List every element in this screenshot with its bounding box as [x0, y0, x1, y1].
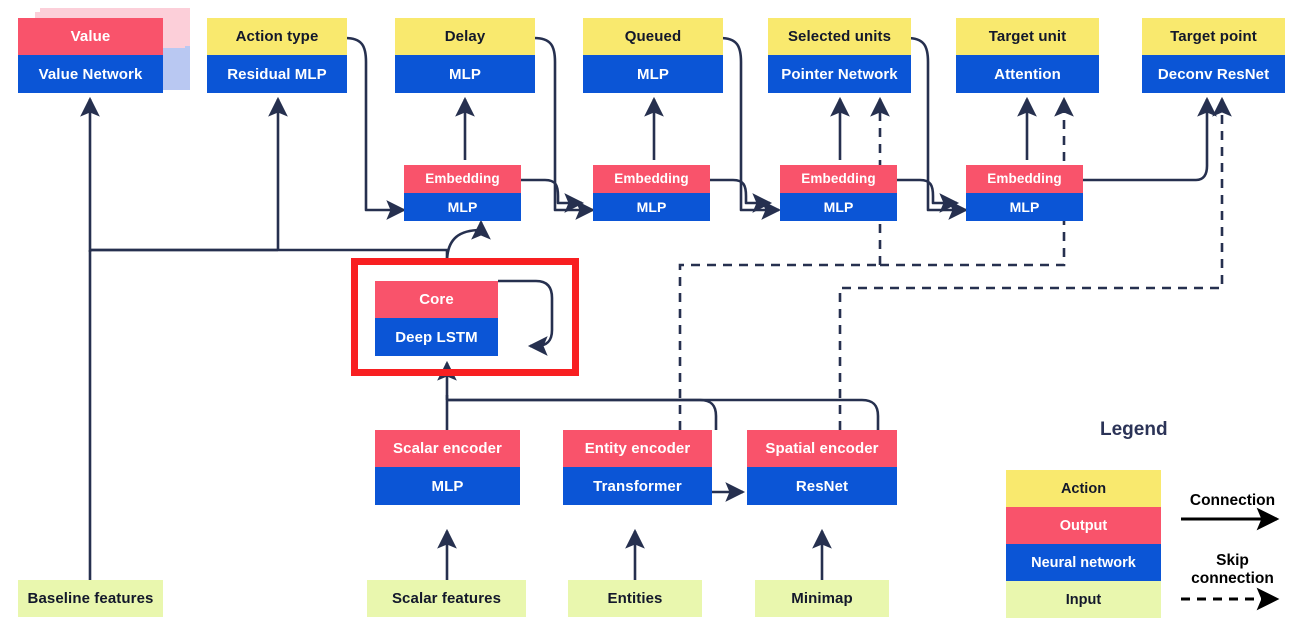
node-action-type[interactable]: Action type Residual MLP	[207, 18, 347, 93]
node-core-bottom: Deep LSTM	[375, 318, 498, 356]
legend-title: Legend	[1100, 419, 1168, 440]
node-action-type-bottom: Residual MLP	[207, 55, 347, 93]
node-queued-top: Queued	[583, 18, 723, 55]
node-scalar-encoder-bottom: MLP	[375, 467, 520, 505]
node-target-unit-top: Target unit	[956, 18, 1099, 55]
legend-connection-label: Connection	[1189, 492, 1276, 509]
node-embedding-2-top: Embedding	[593, 165, 710, 193]
node-target-point-bottom: Deconv ResNet	[1142, 55, 1285, 93]
legend-swatch-output: Output	[1006, 507, 1161, 544]
input-entities-label: Entities	[568, 580, 702, 617]
node-value-top: Value	[18, 18, 163, 55]
input-minimap[interactable]: Minimap	[755, 580, 889, 617]
node-spatial-encoder[interactable]: Spatial encoder ResNet	[747, 430, 897, 505]
legend-swatches: Action Output Neural network Input	[1006, 470, 1161, 618]
input-scalar-features-label: Scalar features	[367, 580, 526, 617]
node-queued[interactable]: Queued MLP	[583, 18, 723, 93]
node-embedding-2[interactable]: Embedding MLP	[593, 165, 710, 221]
node-selected-units-top: Selected units	[768, 18, 911, 55]
core-highlight-frame	[351, 258, 579, 376]
node-embedding-1[interactable]: Embedding MLP	[404, 165, 521, 221]
node-scalar-encoder[interactable]: Scalar encoder MLP	[375, 430, 520, 505]
input-scalar-features[interactable]: Scalar features	[367, 580, 526, 617]
node-target-point-top: Target point	[1142, 18, 1285, 55]
node-core-top: Core	[375, 281, 498, 318]
node-embedding-3-top: Embedding	[780, 165, 897, 193]
input-baseline-features[interactable]: Baseline features	[18, 580, 163, 617]
node-selected-units[interactable]: Selected units Pointer Network	[768, 18, 911, 93]
legend-swatch-neural-network: Neural network	[1006, 544, 1161, 581]
input-entities[interactable]: Entities	[568, 580, 702, 617]
node-entity-encoder-top: Entity encoder	[563, 430, 712, 467]
node-embedding-3-bottom: MLP	[780, 193, 897, 221]
input-baseline-features-label: Baseline features	[18, 580, 163, 617]
node-entity-encoder[interactable]: Entity encoder Transformer	[563, 430, 712, 505]
legend-skip-label-line1: Skip	[1216, 552, 1249, 569]
node-target-unit-bottom: Attention	[956, 55, 1099, 93]
node-embedding-4[interactable]: Embedding MLP	[966, 165, 1083, 221]
node-core[interactable]: Core Deep LSTM	[375, 281, 498, 356]
node-spatial-encoder-bottom: ResNet	[747, 467, 897, 505]
node-target-point[interactable]: Target point Deconv ResNet	[1142, 18, 1285, 93]
node-embedding-3[interactable]: Embedding MLP	[780, 165, 897, 221]
node-value[interactable]: Value Value Network	[18, 18, 163, 93]
legend-swatch-action: Action	[1006, 470, 1161, 507]
node-target-unit[interactable]: Target unit Attention	[956, 18, 1099, 93]
node-queued-bottom: MLP	[583, 55, 723, 93]
node-selected-units-bottom: Pointer Network	[768, 55, 911, 93]
node-spatial-encoder-top: Spatial encoder	[747, 430, 897, 467]
input-minimap-label: Minimap	[755, 580, 889, 617]
node-delay-bottom: MLP	[395, 55, 535, 93]
node-action-type-top: Action type	[207, 18, 347, 55]
node-value-bottom: Value Network	[18, 55, 163, 93]
node-embedding-4-top: Embedding	[966, 165, 1083, 193]
node-embedding-2-bottom: MLP	[593, 193, 710, 221]
legend-skip-label-line2: connection	[1191, 570, 1274, 587]
node-scalar-encoder-top: Scalar encoder	[375, 430, 520, 467]
legend-swatch-input: Input	[1006, 581, 1161, 618]
node-embedding-1-top: Embedding	[404, 165, 521, 193]
node-delay[interactable]: Delay MLP	[395, 18, 535, 93]
node-embedding-4-bottom: MLP	[966, 193, 1083, 221]
node-entity-encoder-bottom: Transformer	[563, 467, 712, 505]
node-delay-top: Delay	[395, 18, 535, 55]
node-embedding-1-bottom: MLP	[404, 193, 521, 221]
